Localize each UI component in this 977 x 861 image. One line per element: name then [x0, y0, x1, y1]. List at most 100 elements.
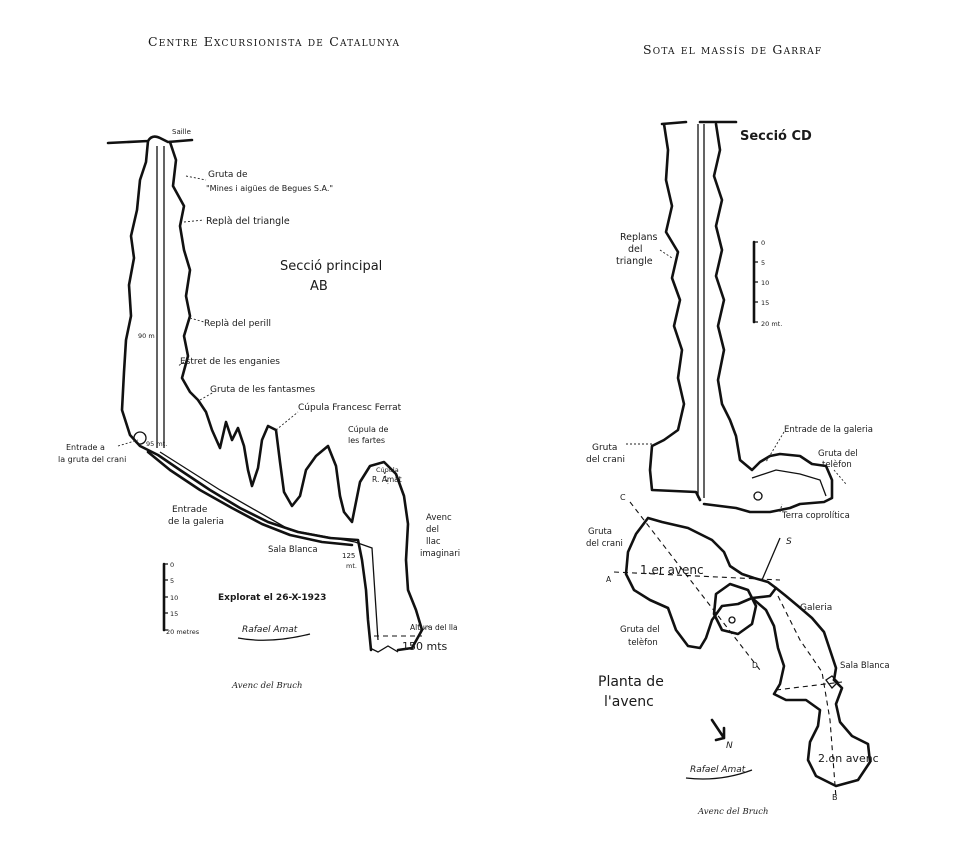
cd-gallery-outline: [751, 469, 827, 497]
survey-shaft-line: [156, 146, 165, 448]
north-arrow-icon: [710, 718, 726, 742]
plan-point-d: D: [752, 661, 758, 670]
section-title: Secció principal: [280, 259, 382, 274]
leader-estret: [177, 361, 185, 367]
leader-fantasmes: [199, 391, 215, 401]
label-cupula-ferrat: Cúpula Francesc Ferrat: [298, 403, 402, 413]
plan-point-b: B: [832, 793, 838, 802]
cd-leader-telefon: [833, 469, 847, 485]
leader-altura: [419, 625, 431, 631]
plan-view-figure: C S A D B 1.er avenc 2.on avenc Galeria …: [586, 493, 890, 817]
plan-north: N: [726, 741, 733, 751]
cd-right-wall: [702, 122, 834, 514]
cd-label-crani-1: Gruta: [592, 443, 617, 453]
shaft-right-wall: [168, 140, 424, 652]
caption-left: Avenc del Bruch: [231, 681, 302, 691]
survey-passage-line: [159, 451, 379, 641]
label-avenc-llac-3: llac: [426, 537, 441, 547]
label-avenc-llac-1: Avenc: [426, 513, 452, 523]
label-mines: "Mines i aigües de Begues S.A.": [206, 184, 333, 193]
plan-point-a: A: [606, 575, 612, 584]
leader-triangle: [183, 219, 205, 223]
cd-label-replans-3: triangle: [616, 256, 653, 267]
plan-label-telefon-2: telèfon: [628, 637, 658, 648]
cd-label-terra: Terra coprolítica: [781, 511, 850, 521]
lower-passage-floor: [146, 450, 354, 547]
running-head-left: Centre Excursionista de Catalunya: [148, 34, 401, 49]
bottom-rubble: [369, 645, 399, 653]
signature-right: Rafael Amat: [690, 765, 746, 775]
label-sala-blanca: Sala Blanca: [268, 545, 318, 555]
leader-ferrat: [275, 411, 299, 431]
plan-sala-blanca: Sala Blanca: [840, 661, 890, 671]
label-total-depth: 150 mts: [402, 640, 448, 653]
label-depth-125: 125: [342, 552, 355, 560]
label-depth-95: 95 mt.: [146, 440, 167, 448]
scale-right-20: 20 mt.: [761, 320, 782, 328]
scale-right-10: 10: [761, 279, 769, 287]
plan-line-s: [761, 537, 781, 581]
label-depth-125-unit: mt.: [346, 562, 357, 570]
label-surface: Saille: [172, 128, 191, 136]
plan-telefon-mark: [728, 616, 736, 624]
plan-avenc-1: 1.er avenc: [640, 563, 704, 577]
leader-gruta: [185, 175, 207, 181]
cd-left-wall: [648, 122, 702, 502]
label-entrada-galeria-2: de la galeria: [168, 517, 224, 527]
label-cupula-amat-2: R. Amat: [372, 475, 402, 484]
plan-avenc-2: 2.on avenc: [818, 752, 879, 765]
cd-label-replans-2: del: [628, 244, 643, 255]
caption-right: Avenc del Bruch: [697, 807, 768, 817]
cd-survey-line: [697, 124, 705, 498]
label-gruta-fantasmes: Gruta de les fantasmes: [210, 385, 315, 395]
plan-galeria: Galeria: [800, 603, 832, 613]
crani-grotto-mark: [133, 431, 147, 445]
plan-label-crani-2: del crani: [586, 539, 623, 549]
plan-label-telefon-1: Gruta del: [620, 625, 660, 635]
cd-telefon-mark: [753, 491, 763, 501]
running-head-right: Sota el massís de Garraf: [643, 42, 823, 57]
label-gruta: Gruta de: [208, 170, 248, 180]
cd-label-replans-1: Replans: [620, 232, 658, 243]
plan-line-gallery: [777, 595, 837, 799]
cd-surface: [660, 120, 738, 126]
scale-right-5: 5: [761, 259, 765, 267]
plan-sala-blanca-loop: [825, 675, 839, 689]
plan-inner-island: [712, 582, 758, 636]
signature-left: Rafael Amat: [242, 625, 298, 635]
section-code: AB: [310, 279, 328, 294]
plan-first-chamber: [624, 516, 778, 650]
plan-label-crani-1: Gruta: [588, 527, 612, 537]
plan-gallery-north: [774, 586, 838, 682]
label-avenc-llac-4: imaginari: [420, 549, 460, 559]
label-repla-triangle: Replà del triangle: [206, 216, 290, 227]
scale-left-20: 20 metres: [166, 628, 200, 636]
right-section-figure: Secció CD Replans del triangle Gruta del…: [586, 120, 873, 521]
label-repla-perill: Replà del perill: [204, 319, 271, 329]
cd-leader-replans: [659, 249, 673, 259]
label-entrada-crani-1: Entrade a: [66, 443, 105, 452]
plan-point-s: S: [786, 537, 792, 547]
label-cupula-amat-1: Cúpula: [376, 466, 399, 474]
plan-gallery-south: [750, 596, 872, 788]
plan-point-c: C: [620, 493, 626, 502]
plan-title-1: Planta de: [598, 674, 664, 690]
label-explored: Explorat el 26-X-1923: [218, 593, 326, 603]
signature-right-underline: [685, 769, 753, 780]
cd-label-telefon-2: telèfon: [822, 459, 852, 470]
label-entrada-galeria-1: Entrade: [172, 505, 208, 515]
label-cupula-fartes-1: Cúpula de: [348, 425, 389, 434]
plan-line-sala: [775, 681, 843, 691]
label-estret: Estret de les enganies: [180, 357, 280, 367]
cd-label-entrada: Entrade de la galeria: [784, 425, 873, 435]
scale-right-15: 15: [761, 299, 769, 307]
label-entrada-crani-2: la gruta del crani: [58, 455, 126, 464]
signature-left-underline: [237, 633, 311, 641]
cd-label-telefon-1: Gruta del: [818, 449, 858, 459]
scale-left-15: 15: [170, 610, 178, 618]
leader-crani: [117, 439, 139, 447]
scale-right-0: 0: [761, 239, 765, 247]
scale-left-5: 5: [170, 577, 174, 585]
